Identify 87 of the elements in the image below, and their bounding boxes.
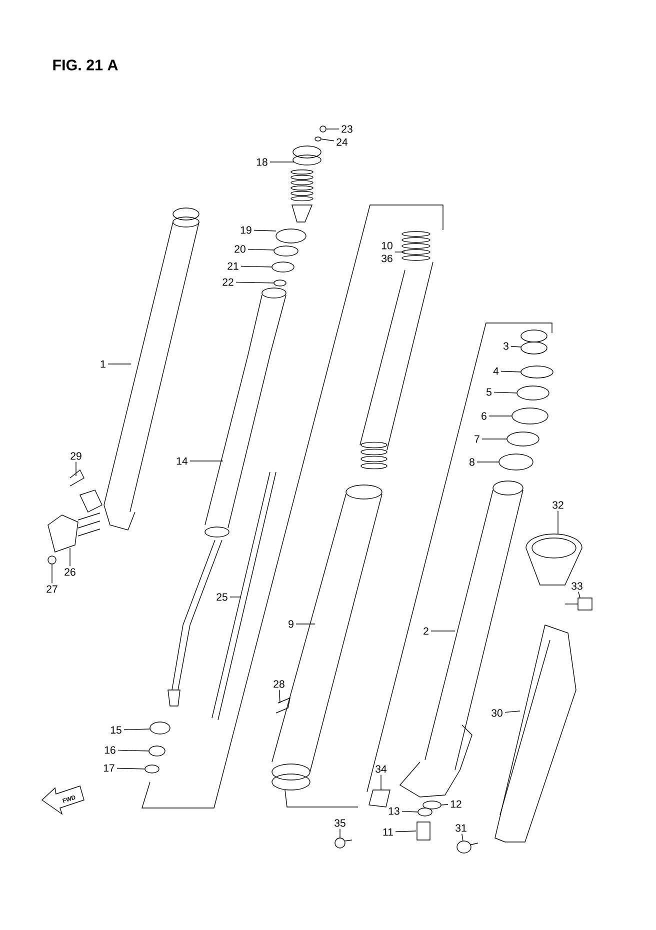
screw [456,840,478,854]
leader-line [482,438,508,440]
gasket [418,808,432,816]
leader-line [380,774,382,790]
leader-line [124,728,150,730]
leader-line [254,230,276,232]
leader-line [494,392,518,394]
callout-number: 12 [450,800,462,808]
seal [498,454,534,470]
outer-tube-drawing [399,480,524,798]
leader-line [320,138,334,142]
callout-number: 6 [482,412,486,420]
callout-number: 18 [256,158,268,166]
callout-number: 34 [376,765,387,773]
ring [516,386,550,400]
damper-rod-drawing [168,288,286,706]
leader-line [402,810,418,812]
ring [274,280,286,286]
leader-line [326,128,340,130]
callout-number: 36 [382,254,392,262]
callout-number: 5 [486,388,492,396]
callout-number: 26 [64,568,76,576]
screw [320,126,326,132]
callout-number: 20 [234,245,246,253]
callout-number: 7 [474,435,480,443]
seal [512,408,548,424]
ring [148,746,166,756]
bushing [150,722,170,734]
leader-line [578,592,580,598]
leader-line [500,370,522,372]
callout-number: 28 [274,680,284,688]
callout-number: 17 [104,764,114,772]
callout-number: 1 [100,360,106,368]
leader-line [510,346,522,348]
callout-number: 33 [572,582,582,590]
leader-line [118,750,150,752]
callout-number: 27 [46,585,58,593]
callout-number: 31 [456,824,466,832]
callout-number: 19 [240,226,252,234]
cap-bolt-drawing [290,146,322,222]
nut [48,556,56,564]
leader-line [190,460,224,462]
callout-number: 14 [176,457,188,465]
leader-line [116,768,146,770]
leader-line [230,596,242,598]
leader-line [430,630,456,632]
callout-number: 13 [388,807,400,815]
figure-title: FIG. 21 A [53,60,118,70]
callout-number: 23 [342,125,352,133]
plate-drawing [368,790,390,808]
callout-number: 22 [222,278,234,286]
leader-line [395,830,416,832]
leader-line [440,804,448,806]
spring-drawing [360,231,434,470]
bolt [564,598,592,610]
callout-number: 4 [493,367,499,375]
shim-drawing [70,469,84,486]
washer [314,136,322,142]
bracket-drawing [48,490,102,552]
callout-number: 10 [382,242,392,250]
bushing [520,330,548,354]
callout-number: 29 [70,452,82,460]
leader-line [248,248,274,250]
callout-number: 32 [552,501,564,509]
leader-line [278,690,280,704]
leader-line [462,834,464,842]
leader-line [236,282,274,284]
callout-number: 16 [104,746,116,754]
callout-number: 24 [336,138,348,146]
callout-number: 21 [228,262,238,270]
callout-number: 35 [334,819,346,827]
leader-line [240,266,272,268]
ring [274,246,298,256]
o-ring [276,228,306,244]
leader-line [504,710,520,713]
ring [272,262,294,272]
callout-number: 15 [110,726,122,734]
callout-number: 11 [383,828,393,836]
gasket [422,800,442,810]
drain-screw [416,822,430,840]
clip [506,432,540,446]
callout-number: 3 [503,342,508,350]
callout-number: 8 [470,458,474,466]
ring [144,764,160,774]
ring [520,366,554,378]
upper-tube-drawing [104,208,200,530]
bolt [334,838,352,848]
